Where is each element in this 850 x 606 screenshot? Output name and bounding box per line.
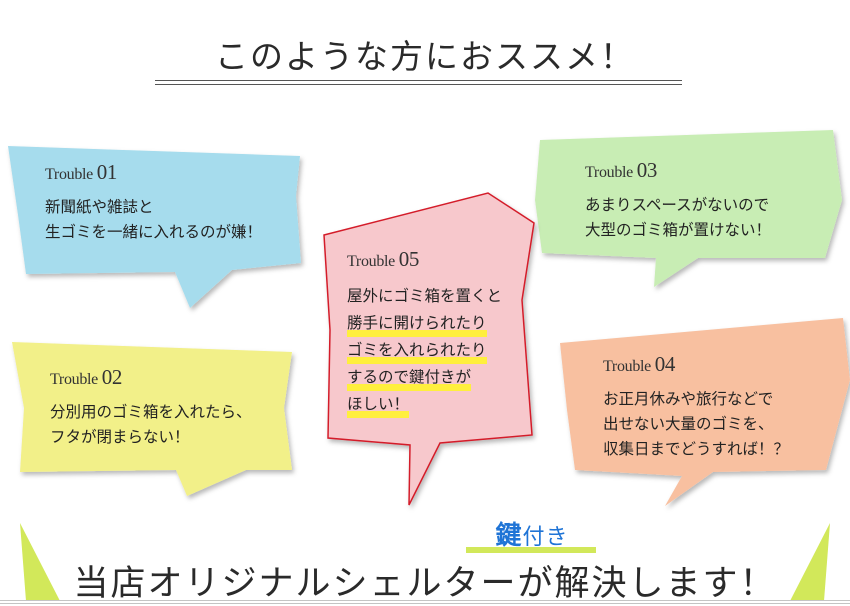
lock-badge: 鍵付き: [495, 521, 569, 551]
bubble-05-highlight-line: 勝手に開けられたり: [347, 310, 487, 337]
bottom-tagline: 当店オリジナルシェルターが解決します！: [73, 564, 777, 604]
trouble-03-label: Trouble 03: [585, 158, 658, 182]
bubble-05-highlight-line: ゴミを入れられたり: [347, 337, 487, 364]
bubble-04-text: Trouble 04 お正月休みや旅行などで 出せない大量のゴミを、 収集日まで…: [603, 352, 789, 462]
bubble-shape-03: [535, 130, 842, 287]
trouble-01-label: Trouble 01: [45, 160, 118, 184]
bubble-01-line: 新聞紙や雑誌と: [45, 198, 154, 216]
bubble-03-text: Trouble 03 あまりスペースがないので 大型のゴミ箱が置けない！: [585, 158, 771, 243]
page-title: このような方におススメ！: [215, 37, 635, 76]
bubble-shape-04: [560, 318, 850, 506]
bubble-shape-02: [12, 342, 292, 496]
bubble-05-highlight-line: ほしい！: [347, 391, 410, 418]
trouble-02-label: Trouble 02: [50, 365, 123, 389]
right-accent-shape: [790, 523, 830, 601]
footer-divider: [0, 600, 850, 604]
bubble-04-line: 収集日までどうすれば！？: [603, 440, 790, 458]
trouble-04-label: Trouble 04: [603, 352, 676, 376]
bubble-01-line: 生ゴミを一緒に入れるのが嫌！: [45, 223, 263, 241]
bubble-04-line: お正月休みや旅行などで: [603, 390, 774, 408]
title-rule-top: [155, 80, 682, 81]
bubble-05-highlight-line: するので鍵付きが: [347, 364, 472, 391]
bubble-02-text: Trouble 02 分別用のゴミ箱を入れたら、 フタが閉まらない！: [50, 365, 252, 450]
title-rule-bottom: [155, 84, 682, 85]
badge-underline: [466, 547, 596, 553]
left-accent-icon: [20, 523, 60, 601]
bubble-shape-01: [8, 146, 301, 308]
bubble-05-text: Trouble 05 屋外にゴミ箱を置くと 勝手に開けられたり ゴミを入れられた…: [347, 246, 502, 418]
bubble-02-line: 分別用のゴミ箱を入れたら、: [50, 403, 252, 421]
right-accent-icon: [790, 523, 830, 601]
bubble-02-line: フタが閉まらない！: [50, 428, 190, 446]
bubble-04-line: 出せない大量のゴミを、: [603, 415, 774, 433]
bubble-05-line: 屋外にゴミ箱を置くと: [347, 287, 503, 305]
bubble-03-line: 大型のゴミ箱が置けない！: [585, 221, 772, 239]
bubble-01-text: Trouble 01 新聞紙や雑誌と 生ゴミを一緒に入れるのが嫌！: [45, 160, 262, 245]
bubble-03-line: あまりスペースがないので: [585, 196, 770, 214]
left-accent-shape: [20, 523, 60, 601]
trouble-05-label: Trouble 05: [347, 247, 420, 271]
